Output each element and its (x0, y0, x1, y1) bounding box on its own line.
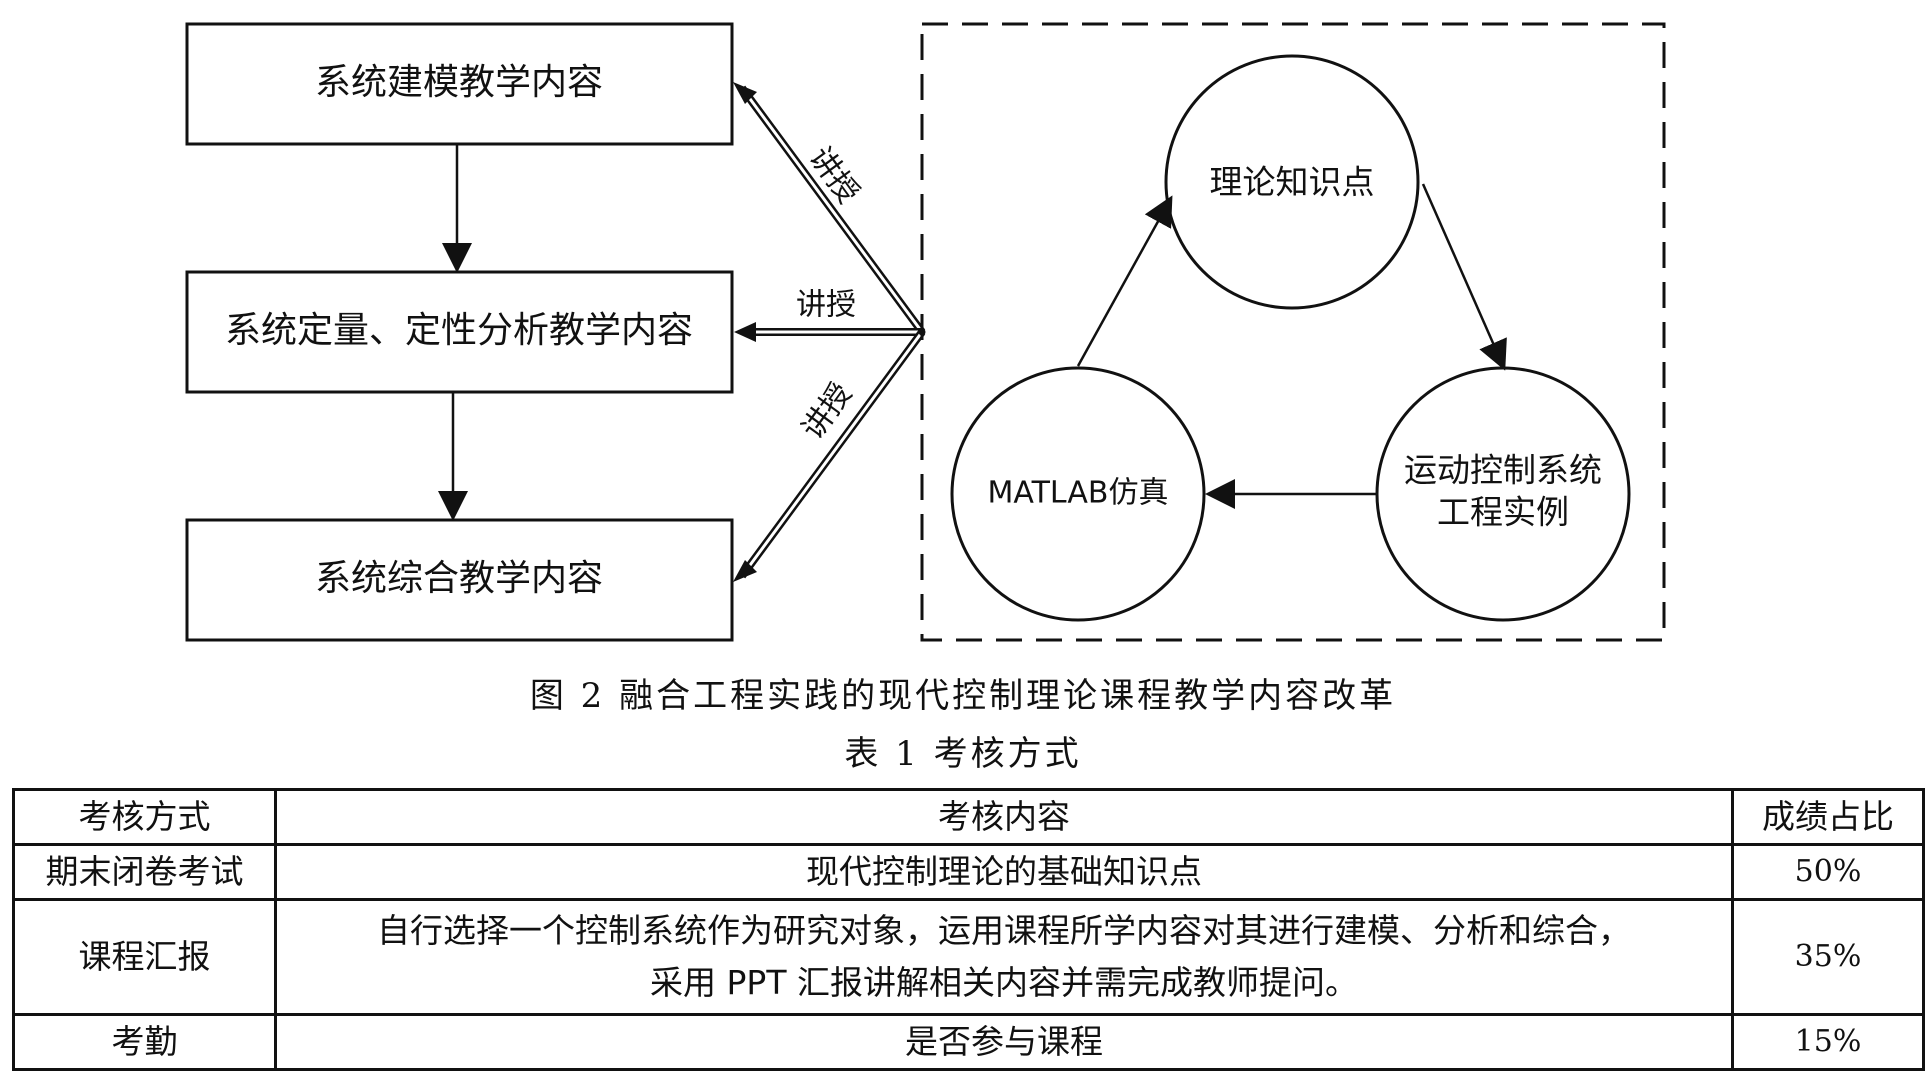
dashed-frame (920, 22, 1666, 642)
circle-engineering-label-1: 运动控制系统 (1404, 451, 1602, 490)
table-caption: 表 1 考核方式 (844, 734, 1082, 774)
row-method: 课程汇报 (12, 898, 277, 1016)
table-header-row: 考核方式 考核内容 成绩占比 (12, 788, 1925, 846)
teach-label-top: 讲授 (802, 141, 866, 210)
assessment-table: 考核方式 考核内容 成绩占比 期末闭卷考试 现代控制理论的基础知识点 50% 课… (12, 788, 1925, 1071)
circle-matlab (950, 366, 1206, 622)
teach-label-middle: 讲授 (796, 288, 856, 323)
box-modeling-label: 系统建模教学内容 (315, 62, 603, 103)
row-content: 自行选择一个控制系统作为研究对象，运用课程所学内容对其进行建模、分析和综合， 采… (274, 898, 1734, 1016)
teach-arrow-middle (734, 322, 922, 342)
circle-engineering-label-2: 工程实例 (1437, 493, 1569, 532)
row-share: 50% (1731, 843, 1925, 901)
row-share: 15% (1731, 1013, 1925, 1071)
box-analysis-label: 系统定量、定性分析教学内容 (225, 310, 693, 351)
table-row: 考勤 是否参与课程 15% (12, 1013, 1925, 1071)
table-row: 课程汇报 自行选择一个控制系统作为研究对象，运用课程所学内容对其进行建模、分析和… (12, 898, 1925, 1016)
table-row: 期末闭卷考试 现代控制理论的基础知识点 50% (12, 843, 1925, 901)
header-method: 考核方式 (12, 788, 277, 846)
circle-matlab-label: MATLAB仿真 (988, 476, 1169, 511)
circle-theory-label: 理论知识点 (1210, 163, 1375, 202)
box-modeling (185, 22, 734, 146)
header-content: 考核内容 (274, 788, 1734, 846)
row-method: 期末闭卷考试 (12, 843, 277, 901)
teach-arrow-bottom (733, 329, 926, 582)
circle-theory (1164, 54, 1420, 310)
header-share: 成绩占比 (1731, 788, 1925, 846)
row-content-line: 采用 PPT 汇报讲解相关内容并需完成教师提问。 (650, 963, 1358, 1002)
box-synthesis-label: 系统综合教学内容 (315, 558, 603, 599)
cycle-arrow-matlab-to-theory (1076, 195, 1173, 367)
teaching-reform-diagram: 系统建模教学内容 系统定量、定性分析教学内容 系统综合教学内容 讲授 讲授 讲授… (185, 22, 1666, 642)
figure-caption: 图 2 融合工程实践的现代控制理论课程教学内容改革 (529, 676, 1397, 716)
row-content: 现代控制理论的基础知识点 (274, 843, 1734, 901)
teach-arrow-top (733, 82, 926, 335)
cycle-arrow-theory-to-engineering (1421, 183, 1507, 371)
row-content: 是否参与课程 (274, 1013, 1734, 1071)
row-share: 35% (1731, 898, 1925, 1016)
row-content-line: 自行选择一个控制系统作为研究对象，运用课程所学内容对其进行建模、分析和综合， (377, 911, 1631, 950)
row-method: 考勤 (12, 1013, 277, 1071)
